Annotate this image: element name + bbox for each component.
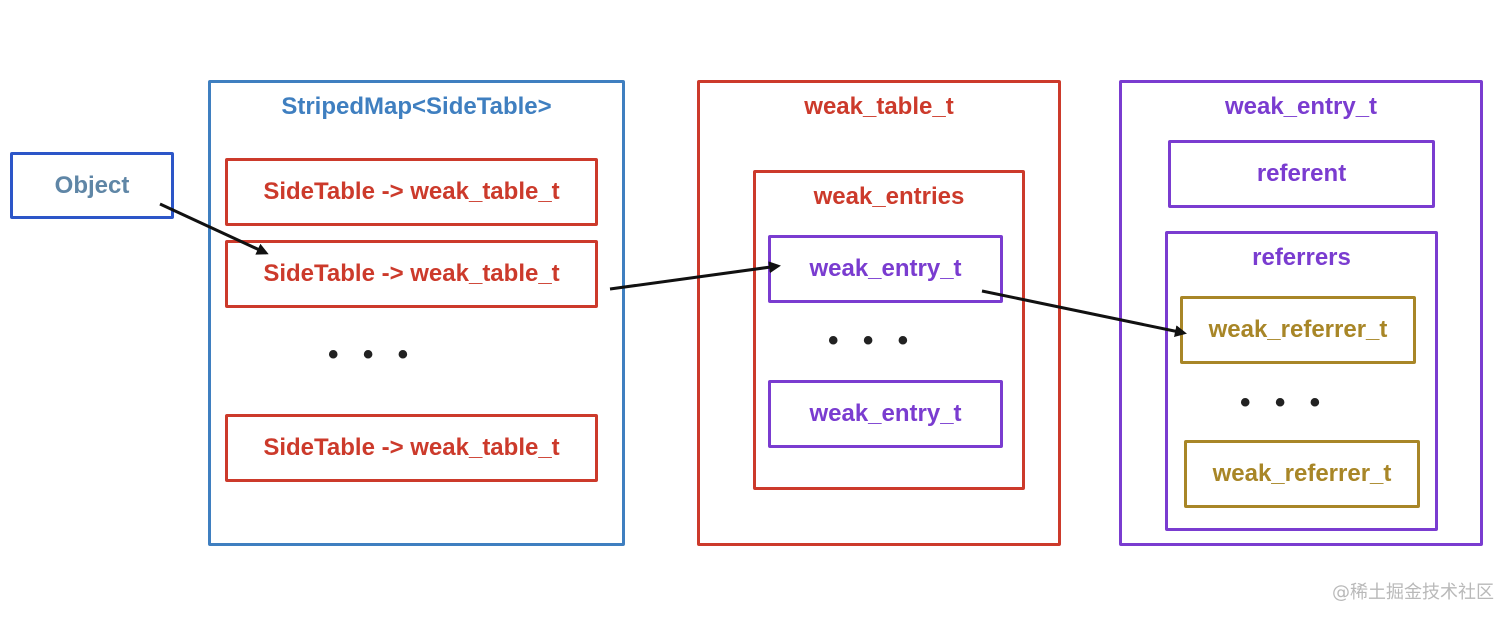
side-table-row-2: SideTable -> weak_table_t bbox=[225, 240, 598, 308]
weak-table-container: weak_table_t bbox=[697, 80, 1061, 546]
side-table-row-3: SideTable -> weak_table_t bbox=[225, 414, 598, 482]
weak-entries-title: weak_entries bbox=[813, 183, 965, 210]
arrow-object-to-side-table bbox=[159, 202, 269, 255]
arrow-side-table-to-weak-entry bbox=[609, 261, 781, 291]
watermark: @稀土掘金技术社区 bbox=[1332, 582, 1494, 603]
weak-entry-item-2: weak_entry_t bbox=[768, 380, 1003, 448]
weak-table-title: weak_table_t bbox=[804, 93, 954, 120]
object-box: Object bbox=[10, 152, 174, 219]
weak-entry-item-1: weak_entry_t bbox=[768, 235, 1003, 303]
side-table-row-1: SideTable -> weak_table_t bbox=[225, 158, 598, 226]
striped-map-title: StripedMap<SideTable> bbox=[281, 93, 552, 120]
striped-map-container: StripedMap<SideTable> bbox=[208, 80, 625, 546]
weak-entries-container: weak_entries bbox=[753, 170, 1025, 490]
weak-entries-ellipsis: • • • bbox=[828, 324, 917, 357]
striped-map-ellipsis: • • • bbox=[328, 338, 417, 371]
weak-entry-container: weak_entry_t bbox=[1119, 80, 1483, 546]
referrers-ellipsis: • • • bbox=[1240, 386, 1329, 419]
arrow-weak-entry-to-referrer bbox=[981, 289, 1187, 338]
referrers-title: referrers bbox=[1252, 244, 1351, 271]
weak-referrer-item-1: weak_referrer_t bbox=[1180, 296, 1416, 364]
weak-referrer-item-2: weak_referrer_t bbox=[1184, 440, 1420, 508]
referrers-container: referrers bbox=[1165, 231, 1438, 531]
object-label: Object bbox=[54, 171, 130, 199]
weak-entry-title: weak_entry_t bbox=[1224, 93, 1378, 120]
referent-field: referent bbox=[1168, 140, 1435, 208]
